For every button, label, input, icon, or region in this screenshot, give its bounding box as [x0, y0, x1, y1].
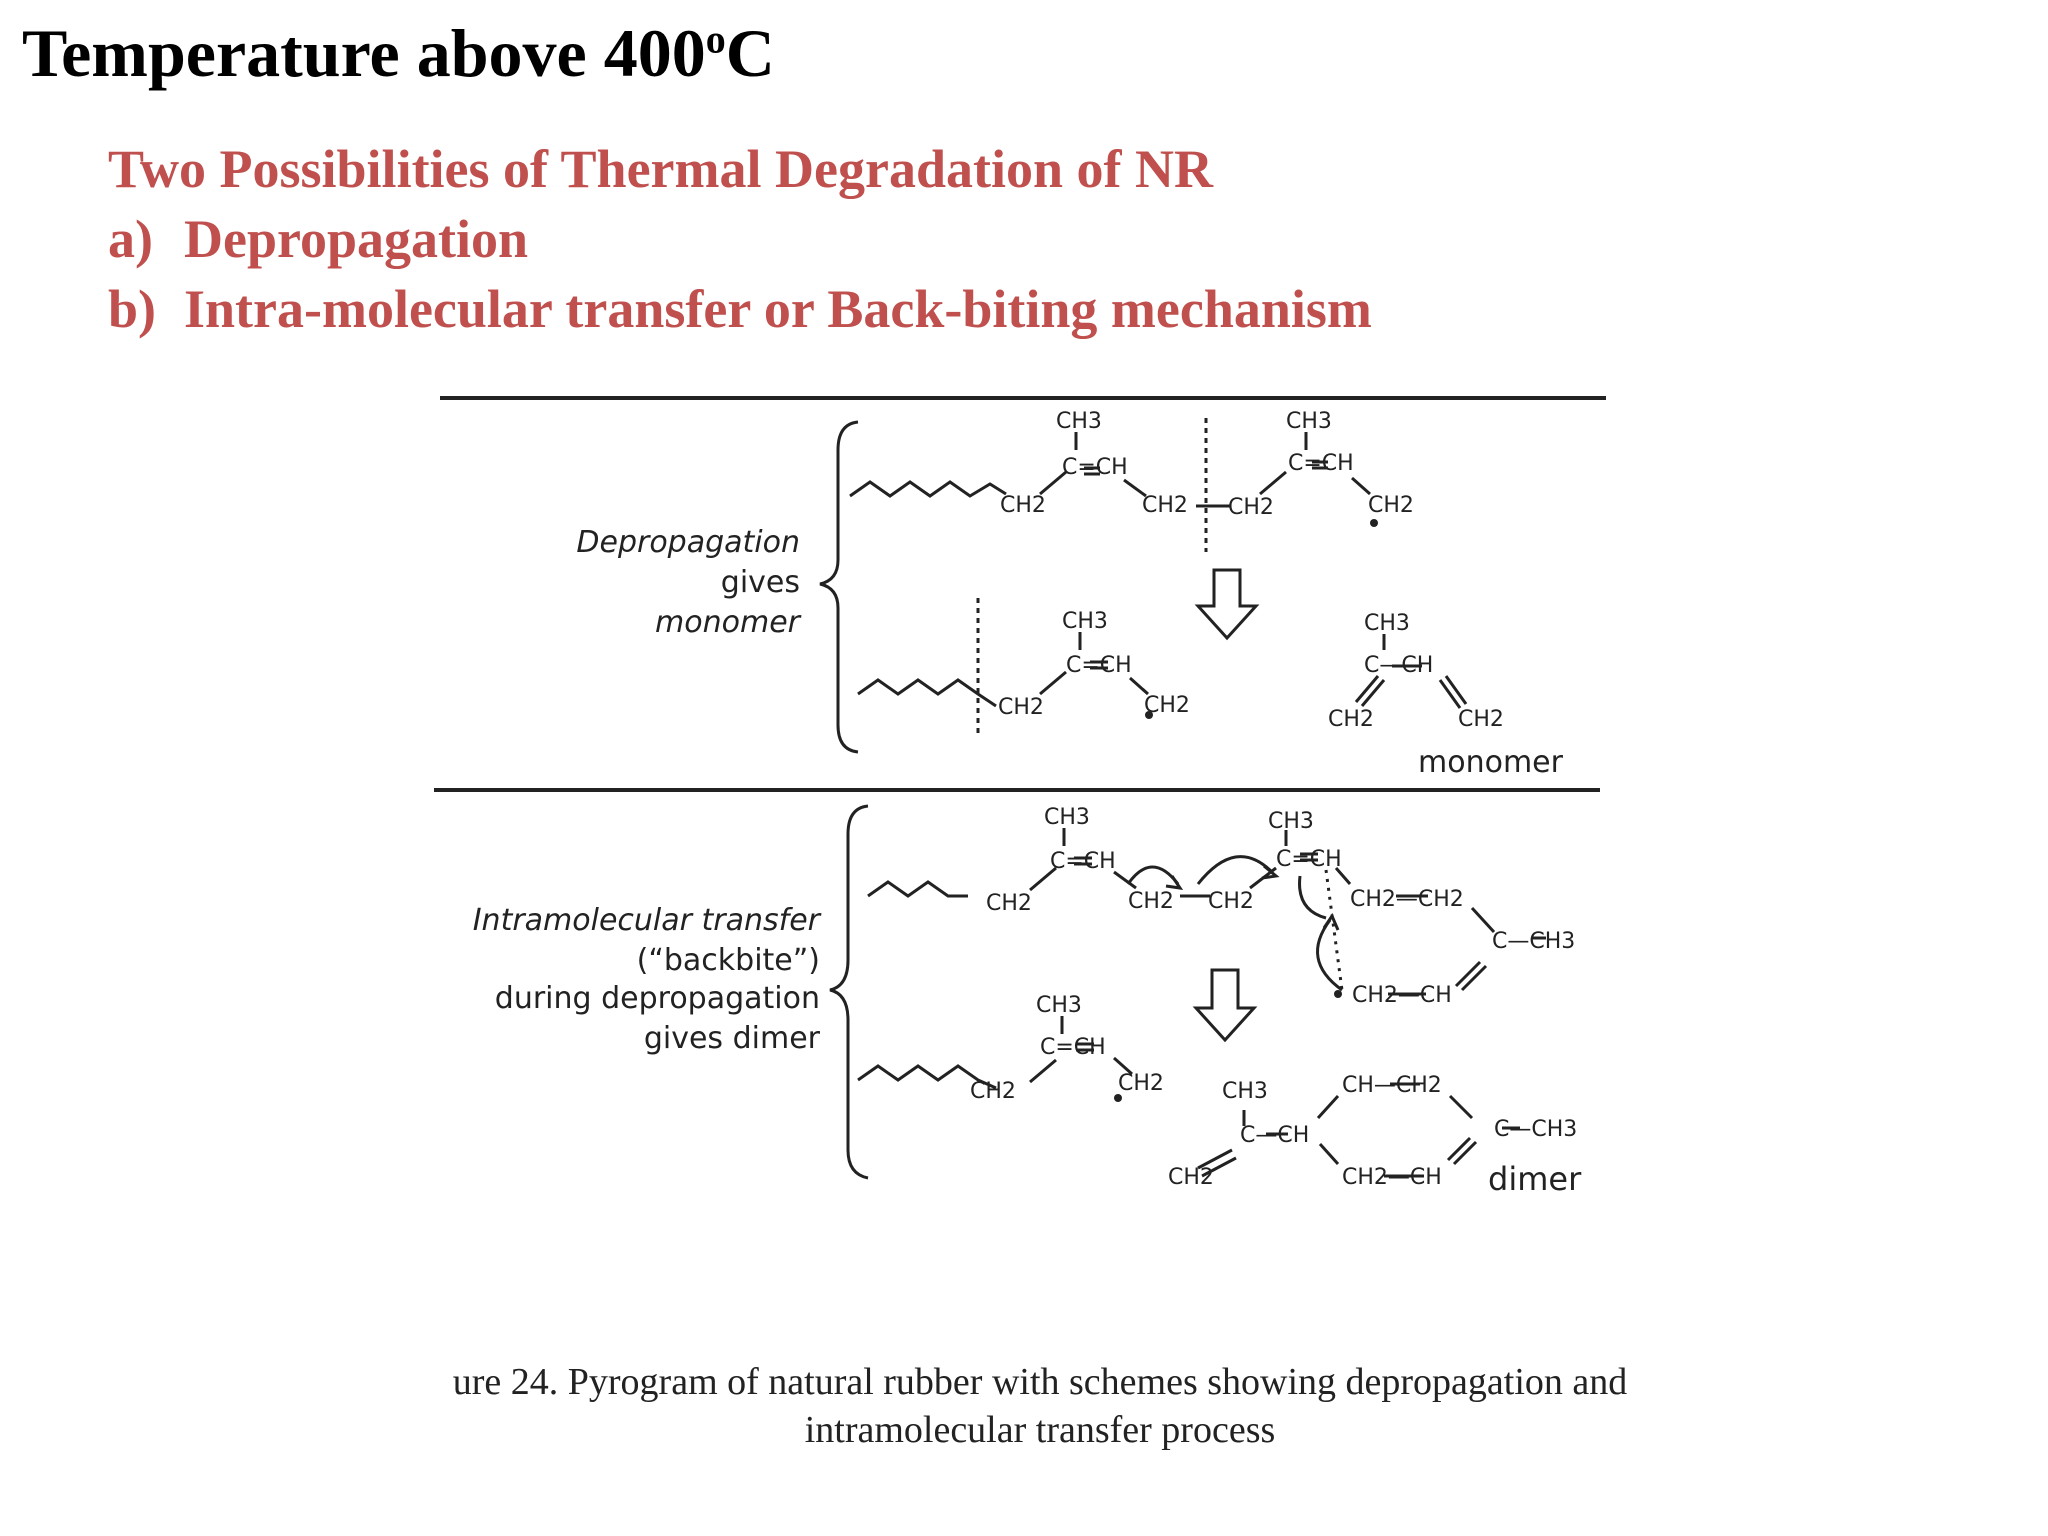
dep-label-line2: gives — [721, 565, 800, 600]
chem-c-dbl-ch-d: C=CH — [1050, 849, 1116, 874]
monomer-label: monomer — [1418, 745, 1564, 780]
intra-label-line2: (“backbite”) — [637, 943, 820, 978]
chem-ch2-ch2-a: CH2—CH2 — [1350, 887, 1464, 912]
chem-c-dbl-ch-b: C=CH — [1288, 451, 1354, 476]
option-a-marker: a) — [108, 209, 153, 269]
figure-caption: ure 24. Pyrogram of natural rubber with … — [380, 1358, 1700, 1454]
chem-ch2-b: CH2 — [1142, 493, 1188, 518]
chem-c-dbl-ch-e: C=CH — [1276, 847, 1342, 872]
radical-dot-2 — [1145, 711, 1153, 719]
radical-dot-4 — [1114, 1094, 1122, 1102]
chem-ch2-i: CH2 — [986, 891, 1032, 916]
chem-ch3-c: CH3 — [1062, 609, 1108, 634]
chem-ch-ch2-a: CH—CH2 — [1342, 1073, 1442, 1098]
chem-c-dbl-ch-a: C=CH — [1062, 455, 1128, 480]
electron-arrow-3 — [1298, 875, 1327, 920]
chem-ch2-m: CH2 — [1118, 1071, 1164, 1096]
dep-label-line3: monomer — [655, 605, 802, 640]
backbite-arrow — [1316, 919, 1343, 992]
chem-ch2-k: CH2 — [1208, 889, 1254, 914]
down-arrow-1 — [1194, 568, 1260, 641]
option-a: a) Depropagation — [108, 204, 1372, 274]
chain-zigzag-4 — [857, 1064, 997, 1090]
subtitle-block: Two Possibilities of Thermal Degradation… — [108, 134, 1372, 344]
chem-ch3-g: CH3 — [1036, 993, 1082, 1018]
chem-ch2-l: CH2 — [970, 1079, 1016, 1104]
chem-ch2-n: CH2 — [1168, 1165, 1214, 1190]
backbite-dotted-line — [1324, 869, 1344, 991]
chem-ch3-d: CH3 — [1364, 611, 1410, 636]
chem-ch2-h: CH2 — [1458, 707, 1504, 732]
chem-c-dbl-ch-f: C=CH — [1040, 1035, 1106, 1060]
chain-zigzag-3 — [867, 880, 968, 898]
option-b: b) Intra-molecular transfer or Back-bitin… — [108, 274, 1372, 344]
chem-c-ch3-a: C—CH3 — [1492, 929, 1575, 954]
brace-intramolecular — [829, 804, 869, 1180]
chem-ch2-a: CH2 — [1000, 493, 1046, 518]
chem-ch2-j: CH2 — [1128, 889, 1174, 914]
chem-ch2-ch-b: CH2—CH — [1342, 1165, 1442, 1190]
chem-ch3-b: CH3 — [1286, 409, 1332, 434]
caption-line-1: ure 24. Pyrogram of natural rubber with … — [452, 1361, 1628, 1403]
intra-label-line4: gives dimer — [644, 1021, 821, 1056]
brace-depropagation — [819, 420, 859, 754]
chem-ch2-d: CH2 — [1368, 493, 1414, 518]
chain-zigzag-1 — [849, 480, 1007, 498]
chem-ch2-c: CH2 — [1228, 495, 1274, 520]
chem-c-ch3-b: C—CH3 — [1494, 1117, 1577, 1142]
chain-zigzag-2 — [857, 678, 997, 708]
dep-label-line1: Depropagation — [576, 525, 800, 560]
radical-dot-3 — [1334, 990, 1342, 998]
degree-symbol: o — [705, 16, 726, 62]
chem-ch3-h: CH3 — [1222, 1079, 1268, 1104]
chem-ch3-a: CH3 — [1056, 409, 1102, 434]
option-b-marker: b) — [108, 279, 157, 339]
slide-title: Temperature above 400oC — [22, 15, 775, 91]
chem-ch2-ch-a: CH2—CH — [1352, 983, 1452, 1008]
option-a-text: Depropagation — [184, 209, 529, 269]
option-b-text: Intra-molecular transfer or Back-biting … — [184, 279, 1372, 339]
caption-line-2: intramolecular transfer process — [804, 1409, 1276, 1451]
chem-ch2-g: CH2 — [1328, 707, 1374, 732]
electron-arrow-1 — [1126, 865, 1180, 885]
intra-label-line1: Intramolecular transfer — [473, 903, 822, 938]
chem-ch2-e: CH2 — [998, 695, 1044, 720]
chem-ch2-f: CH2 — [1144, 693, 1190, 718]
chem-c-dbl-ch-c: C=CH — [1066, 653, 1132, 678]
chem-ch3-f: CH3 — [1268, 809, 1314, 834]
radical-dot-1 — [1370, 519, 1378, 527]
chem-c-ch-b: C—CH — [1240, 1123, 1309, 1148]
intra-label-line3: during depropagation — [495, 981, 820, 1016]
subtitle-heading: Two Possibilities of Thermal Degradation… — [108, 139, 1213, 199]
down-arrow-2 — [1192, 968, 1258, 1043]
chem-c-ch-a: C—CH — [1364, 653, 1433, 678]
chem-ch3-e: CH3 — [1044, 805, 1090, 830]
dimer-label: dimer — [1488, 1160, 1582, 1198]
